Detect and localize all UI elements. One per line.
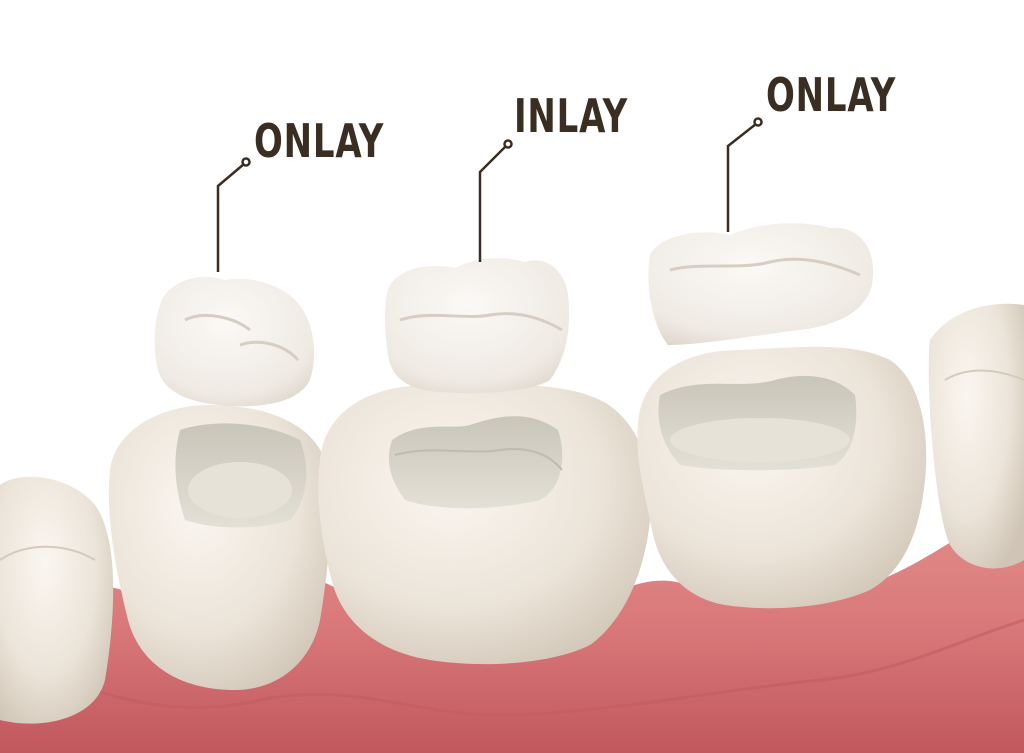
leader-line-2 <box>478 139 513 262</box>
inlay-restoration <box>385 258 570 394</box>
tooth-inlay <box>318 384 651 665</box>
onlay-label-left: ONLAY <box>254 114 385 168</box>
leader-line-3 <box>726 117 763 232</box>
gum <box>0 500 1024 753</box>
onlay-1-restoration <box>154 276 315 407</box>
onlay-2-restoration <box>648 223 874 345</box>
onlay-label-right: ONLAY <box>766 68 897 122</box>
inlay-label: INLAY <box>514 89 628 143</box>
tooth-right-partial <box>928 303 1024 569</box>
gum-margin <box>0 618 1024 717</box>
leader-line-1 <box>216 157 251 272</box>
tooth-onlay-1 <box>108 405 331 690</box>
tooth-left-partial <box>0 476 114 724</box>
tooth-onlay-2 <box>637 346 927 609</box>
